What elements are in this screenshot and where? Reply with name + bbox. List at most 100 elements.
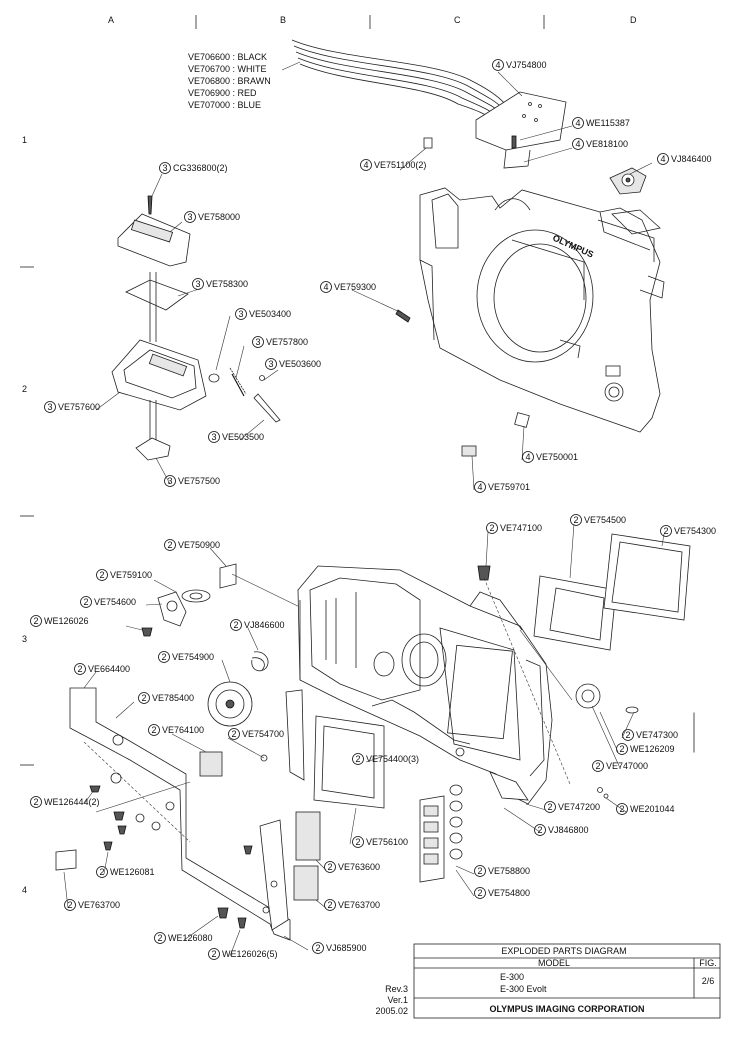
callout-part-number: VJ846600 bbox=[244, 620, 285, 630]
company-name: OLYMPUS IMAGING CORPORATION bbox=[489, 1004, 644, 1014]
mode-dial-part bbox=[609, 167, 647, 195]
callout-circle bbox=[30, 615, 42, 627]
callout-number: 2 bbox=[477, 888, 482, 898]
callout-part-number: VE763700 bbox=[78, 900, 120, 910]
small-part bbox=[461, 445, 477, 457]
callout-ve764100: 2 VE764100 bbox=[148, 724, 204, 736]
revision-line: Rev.3 bbox=[385, 984, 408, 994]
callout-part-number: VE818100 bbox=[586, 139, 628, 149]
callout-part-number: VE747300 bbox=[636, 730, 678, 740]
callout-ve818100: 4 VE818100 bbox=[572, 138, 628, 150]
callout-circle bbox=[572, 138, 584, 150]
small-part bbox=[423, 137, 433, 149]
callout-ve763700: 2 VE763700 bbox=[64, 899, 120, 911]
callout-circle bbox=[592, 760, 604, 772]
wire-label: VE707000 : BLUE bbox=[188, 100, 261, 110]
callout-ve503600: 3 VE503600 bbox=[265, 358, 321, 370]
callout-part-number: VE754800 bbox=[488, 888, 530, 898]
callout-circle bbox=[492, 59, 504, 71]
callout-number: 2 bbox=[99, 867, 104, 877]
grid-row-3: 3 bbox=[22, 634, 27, 644]
screw bbox=[395, 309, 411, 323]
callout-part-number: VE754900 bbox=[172, 652, 214, 662]
wire-label: VE706900 : RED bbox=[188, 88, 257, 98]
callout-circle bbox=[154, 932, 166, 944]
wire-bundle bbox=[291, 39, 506, 121]
callout-part-number: VJ754800 bbox=[506, 60, 547, 70]
callout-number: 2 bbox=[573, 515, 578, 525]
diagram-title: EXPLODED PARTS DIAGRAM bbox=[501, 946, 626, 956]
callout-part-number: VE754600 bbox=[94, 597, 136, 607]
callout-circle bbox=[208, 431, 220, 443]
wire-label: VE706600 : BLACK bbox=[188, 52, 267, 62]
callout-number: 4 bbox=[575, 118, 580, 128]
callout-number: 2 bbox=[67, 900, 72, 910]
callout-number: 3 bbox=[268, 359, 273, 369]
callout-number: 2 bbox=[99, 570, 104, 580]
callout-circle bbox=[544, 801, 556, 813]
callout-part-number: VE756100 bbox=[366, 837, 408, 847]
callout-number: 2 bbox=[547, 802, 552, 812]
callout-part-number: VE754500 bbox=[584, 515, 626, 525]
callout-part-number: VE503400 bbox=[249, 309, 291, 319]
callout-circle bbox=[148, 724, 160, 736]
leader-lines bbox=[63, 71, 665, 957]
button-board bbox=[419, 784, 463, 883]
callout-part-number: VE764100 bbox=[162, 725, 204, 735]
callout-part-number: VE758000 bbox=[198, 212, 240, 222]
callout-number: 2 bbox=[355, 754, 360, 764]
callout-number: 2 bbox=[151, 725, 156, 735]
callout-part-number: VE754300 bbox=[674, 526, 716, 536]
callout-number: 2 bbox=[489, 523, 494, 533]
flex-board-part bbox=[475, 91, 567, 169]
callout-number: 2 bbox=[83, 597, 88, 607]
callout-number: 2 bbox=[167, 540, 172, 550]
front-body-frame: OLYMPUS bbox=[419, 187, 665, 433]
grid-col-d: D bbox=[630, 15, 637, 25]
wire-label: VE706700 : WHITE bbox=[188, 64, 267, 74]
callout-number: 2 bbox=[157, 933, 162, 943]
callout-circle bbox=[159, 162, 171, 174]
callout-circle bbox=[44, 401, 56, 413]
callout-number: 2 bbox=[595, 761, 600, 771]
callout-number: 2 bbox=[537, 825, 542, 835]
small-part bbox=[514, 412, 530, 428]
rear-body-chassis bbox=[297, 565, 553, 805]
callout-part-number: VJ846800 bbox=[548, 825, 589, 835]
revision-line: 2005.02 bbox=[375, 1006, 408, 1016]
callout-number: 3 bbox=[162, 163, 167, 173]
callout-part-number: VE503600 bbox=[279, 359, 321, 369]
callout-circle bbox=[312, 942, 324, 954]
callout-part-number: WE115387 bbox=[586, 118, 630, 128]
callout-number: 2 bbox=[33, 616, 38, 626]
callout-circle bbox=[230, 619, 242, 631]
grid-col-a: A bbox=[108, 15, 114, 25]
callout-number: 3 bbox=[47, 402, 52, 412]
callout-part-number: WE126444(2) bbox=[44, 797, 100, 807]
callout-part-number: VE763600 bbox=[338, 862, 380, 872]
callout-number: 4 bbox=[575, 139, 580, 149]
